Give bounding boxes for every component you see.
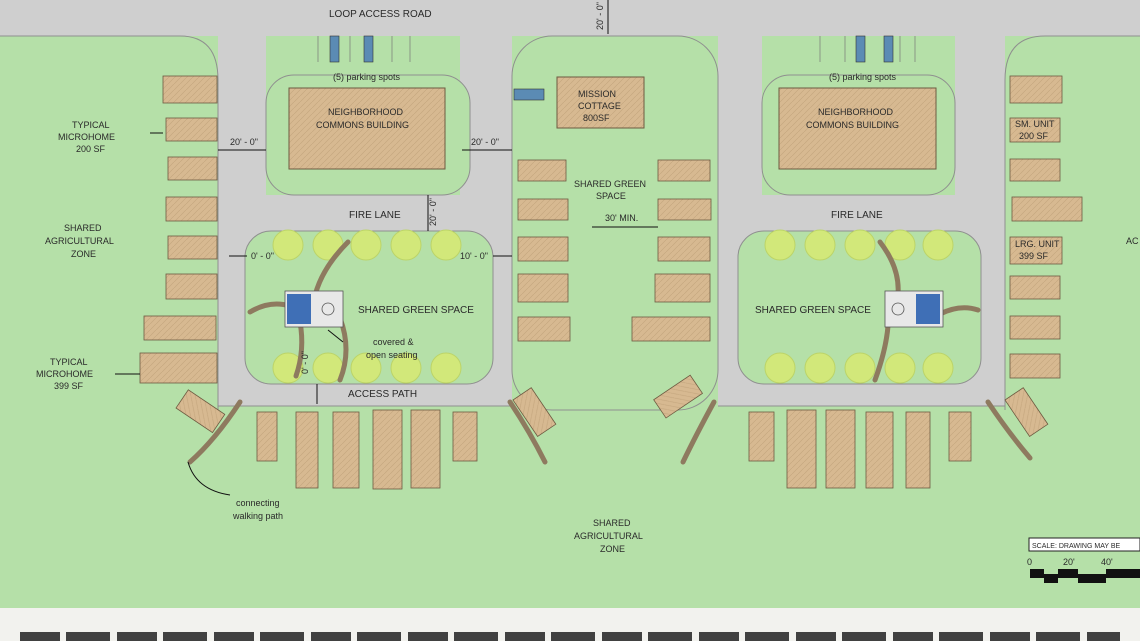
- commons-left-line2: COMMONS BUILDING: [316, 120, 409, 130]
- scale-tick-0: 0: [1027, 557, 1032, 567]
- typical-200-line3: 200 SF: [76, 144, 106, 154]
- fire-lane-right-label: FIRE LANE: [831, 210, 883, 221]
- typical-200-line1: TYPICAL: [72, 120, 110, 130]
- ag-zone-left-line3: ZONE: [71, 249, 96, 259]
- loop-access-road-label: LOOP ACCESS ROAD: [329, 9, 432, 20]
- parked-cars: [317, 35, 916, 101]
- commons-left-line1: NEIGHBORHOOD: [328, 107, 404, 117]
- commons-building-right: [778, 87, 937, 170]
- dim-top-road: 20' - 0": [595, 2, 605, 30]
- mission-cottage: [556, 76, 645, 129]
- sm-unit-line2: 200 SF: [1019, 131, 1049, 141]
- dim-fire-lane-v: 20' - 0": [428, 198, 438, 226]
- walking-path-line2: walking path: [232, 511, 283, 521]
- pavilion-right: [884, 290, 944, 328]
- mission-cottage-line1: MISSION: [578, 89, 616, 99]
- commons-building-left: [288, 87, 446, 170]
- commons-right-line2: COMMONS BUILDING: [806, 120, 899, 130]
- ag-zone-bottom-line2: AGRICULTURAL: [574, 531, 643, 541]
- shared-green-left-label: SHARED GREEN SPACE: [358, 305, 474, 316]
- shared-green-right-label: SHARED GREEN SPACE: [755, 305, 871, 316]
- shared-green-mid-line2: SPACE: [596, 191, 626, 201]
- dim-min-gap: 30' MIN.: [605, 213, 638, 223]
- road-edges: [0, 35, 1140, 411]
- parking-right-label: (5) parking spots: [829, 72, 897, 82]
- loop-access-road: [0, 0, 1140, 36]
- typical-399-line1: TYPICAL: [50, 357, 88, 367]
- covered-seating-line2: open seating: [366, 350, 418, 360]
- dim-access-path-v: 0' - 0": [300, 351, 310, 374]
- fire-lane-left-label: FIRE LANE: [349, 210, 401, 221]
- scale-tick-40: 40': [1101, 557, 1113, 567]
- scale-bar: SCALE: DRAWING MAY BE 0 20' 40': [1027, 537, 1140, 583]
- lrg-unit-line1: LRG. UNIT: [1015, 239, 1060, 249]
- trees: [272, 229, 954, 384]
- dim-left-clear: 0' - 0": [251, 251, 274, 261]
- green-space-right: [738, 231, 981, 384]
- typical-399-line3: 399 SF: [54, 381, 84, 391]
- caption-text-cutoff: [20, 632, 1120, 641]
- scale-tick-20: 20': [1063, 557, 1075, 567]
- lrg-unit-line2: 399 SF: [1019, 251, 1049, 261]
- access-path-left: [218, 384, 512, 406]
- commons-right-line1: NEIGHBORHOOD: [818, 107, 894, 117]
- shared-green-mid-line1: SHARED GREEN: [574, 179, 646, 189]
- microhomes: [139, 75, 1083, 490]
- fire-lane-right: [718, 195, 1005, 231]
- dim-mid-gap: 20' - 0": [471, 137, 499, 147]
- access-path-right: [718, 384, 1005, 406]
- ag-zone-left-line2: AGRICULTURAL: [45, 236, 114, 246]
- parking-left-label: (5) parking spots: [333, 72, 401, 82]
- ag-zone-left-line1: SHARED: [64, 223, 102, 233]
- typical-200-line2: MICROHOME: [58, 132, 115, 142]
- walking-path-line1: connecting: [236, 498, 280, 508]
- dim-right-clear: 10' - 0": [460, 251, 488, 261]
- mission-cottage-line2: COTTAGE: [578, 101, 621, 111]
- ag-zone-bottom-line1: SHARED: [593, 518, 631, 528]
- green-space-left: [245, 231, 493, 384]
- dimension-lines: [115, 0, 658, 496]
- scale-bar-note: SCALE: DRAWING MAY BE: [1032, 543, 1120, 550]
- typical-399-line2: MICROHOME: [36, 369, 93, 379]
- fire-lane-left: [218, 195, 512, 231]
- dim-left-gap: 20' - 0": [230, 137, 258, 147]
- pavilion-left: [284, 290, 344, 328]
- sm-unit-line1: SM. UNIT: [1015, 119, 1055, 129]
- green-island-mid: [512, 36, 718, 410]
- mission-cottage-line3: 800SF: [583, 113, 610, 123]
- covered-seating-line1: covered &: [373, 337, 414, 347]
- ag-zone-bottom-line3: ZONE: [600, 544, 625, 554]
- access-path-label: ACCESS PATH: [348, 389, 417, 400]
- edge-right-label: AC: [1126, 236, 1139, 246]
- walking-paths: [187, 239, 1033, 465]
